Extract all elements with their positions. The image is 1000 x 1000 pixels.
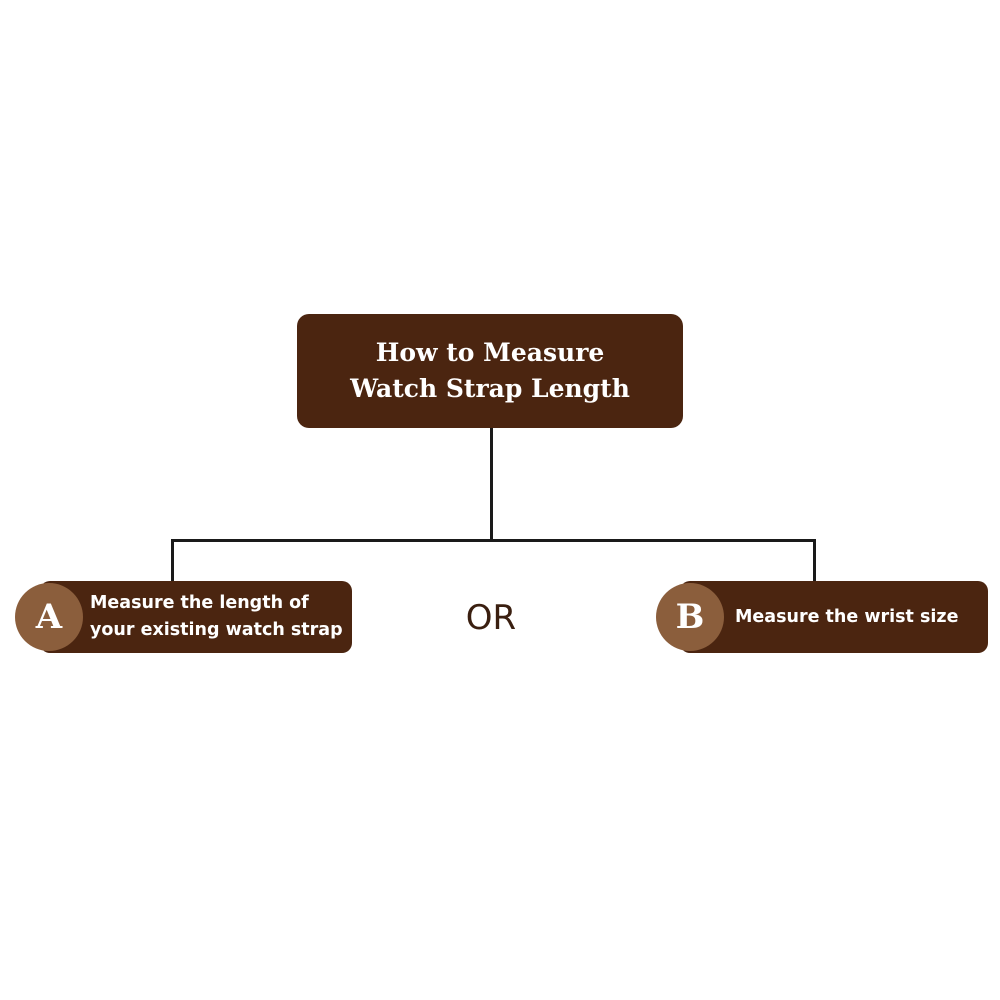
- option-b-badge: B: [656, 583, 724, 651]
- option-a-line-1: Measure the length of: [90, 593, 309, 613]
- option-a-line-2: your existing watch strap: [90, 620, 343, 640]
- connector-trunk: [490, 428, 493, 541]
- title-line-2: Watch Strap Length: [350, 374, 630, 403]
- or-separator: OR: [465, 598, 517, 638]
- option-a-box: Measure the length of your existing watc…: [40, 581, 352, 653]
- option-b-text: Measure the wrist size: [735, 606, 959, 627]
- connector-left: [171, 539, 174, 582]
- option-a-badge: A: [15, 583, 83, 651]
- title-box: How to Measure Watch Strap Length: [297, 314, 683, 428]
- option-b-box: Measure the wrist size: [680, 581, 988, 653]
- title-line-1: How to Measure: [375, 338, 605, 367]
- connector-right: [813, 539, 816, 582]
- connector-horizontal: [171, 539, 816, 542]
